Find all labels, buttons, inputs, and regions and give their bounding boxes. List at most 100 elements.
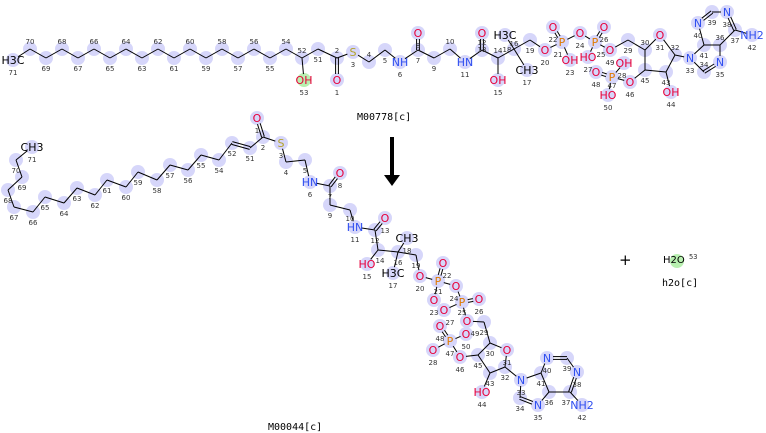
substrate-id-label: M00778[c] bbox=[357, 112, 412, 123]
atom-label: OH bbox=[562, 54, 579, 67]
atom-number: 36 bbox=[716, 34, 725, 42]
atom-number: 28 bbox=[618, 72, 627, 80]
bond bbox=[205, 48, 223, 59]
atom-number: 65 bbox=[106, 65, 115, 73]
bond bbox=[237, 48, 255, 59]
double-bond bbox=[554, 32, 559, 38]
atom-highlight bbox=[745, 28, 759, 42]
atom-label: HN bbox=[457, 56, 474, 69]
atom-highlight bbox=[346, 45, 360, 59]
atom-label: O bbox=[429, 344, 438, 357]
atom-label: O bbox=[592, 66, 601, 79]
atom-number: 41 bbox=[700, 52, 709, 60]
atom-label: O bbox=[439, 257, 448, 270]
atom-highlight bbox=[431, 274, 445, 288]
atom-number: 47 bbox=[608, 82, 617, 90]
atom-label: OH bbox=[616, 57, 633, 70]
atom-highlight bbox=[413, 269, 427, 283]
bond bbox=[200, 154, 220, 161]
bond bbox=[317, 48, 338, 59]
bond bbox=[634, 69, 646, 79]
atom-highlight bbox=[575, 398, 589, 412]
atom-label: S bbox=[350, 46, 357, 59]
bond bbox=[397, 251, 417, 256]
atom-number: 23 bbox=[430, 309, 439, 317]
double-bond bbox=[259, 123, 265, 137]
bond bbox=[483, 321, 491, 344]
bond bbox=[457, 291, 461, 297]
atom-label: CH3 bbox=[396, 232, 419, 245]
bond bbox=[169, 164, 189, 171]
atom-highlight bbox=[531, 398, 545, 412]
bond bbox=[608, 82, 612, 90]
atom-number: 69 bbox=[18, 184, 27, 192]
atom-number: 8 bbox=[416, 42, 420, 50]
atom-number: 34 bbox=[700, 61, 709, 69]
bond bbox=[567, 35, 575, 40]
bond bbox=[497, 48, 515, 59]
atom-label: O bbox=[463, 315, 472, 328]
atom-number: 22 bbox=[549, 36, 558, 44]
atom-number: 30 bbox=[641, 39, 650, 47]
atom-highlight bbox=[720, 5, 734, 19]
atom-number: 17 bbox=[523, 79, 532, 87]
bond bbox=[282, 148, 287, 163]
atom-number: 43 bbox=[486, 380, 495, 388]
atom-highlight bbox=[475, 385, 489, 399]
atom-label: O bbox=[606, 44, 615, 57]
atom-number: 9 bbox=[432, 65, 436, 73]
atom-number: 44 bbox=[478, 401, 487, 409]
atom-label: HO bbox=[600, 89, 617, 102]
atom-number: 13 bbox=[381, 227, 390, 235]
atom-number: 35 bbox=[534, 414, 543, 422]
atom-number: 51 bbox=[246, 155, 255, 163]
double-bond bbox=[727, 17, 735, 31]
bond bbox=[463, 307, 466, 316]
double-bond bbox=[730, 16, 737, 30]
atom-number: 37 bbox=[731, 37, 740, 45]
atom-number: 13 bbox=[478, 46, 487, 54]
atom-number: 48 bbox=[436, 335, 445, 343]
atom-number: 55 bbox=[266, 65, 275, 73]
atom-label: H3C bbox=[2, 54, 25, 67]
bond bbox=[221, 48, 239, 59]
atom-number: 29 bbox=[624, 47, 633, 55]
atom-label: OH bbox=[490, 74, 507, 87]
bond bbox=[349, 209, 354, 222]
atom-label: P bbox=[459, 296, 466, 309]
bond bbox=[7, 176, 23, 191]
atom-number: 66 bbox=[90, 38, 99, 46]
atom-number: 63 bbox=[73, 195, 82, 203]
atom-number: 2 bbox=[335, 47, 339, 55]
bond bbox=[504, 366, 517, 377]
bond bbox=[32, 196, 46, 213]
atom-highlight bbox=[653, 28, 667, 42]
atom-label: N bbox=[534, 399, 542, 412]
bond bbox=[627, 39, 646, 51]
bond bbox=[404, 49, 419, 60]
atom-number: 8 bbox=[338, 182, 342, 190]
bond bbox=[465, 354, 479, 357]
bond bbox=[425, 277, 433, 280]
atom-label: HO bbox=[580, 51, 597, 64]
bond bbox=[663, 39, 676, 56]
atom-number: 54 bbox=[282, 38, 291, 46]
bond bbox=[541, 391, 550, 401]
double-bond bbox=[467, 298, 473, 301]
atom-number: 60 bbox=[122, 194, 131, 202]
atom-number: 67 bbox=[10, 214, 19, 222]
atom-label: O bbox=[475, 293, 484, 306]
bond bbox=[370, 249, 379, 260]
atom-number: 23 bbox=[566, 69, 575, 77]
bond bbox=[377, 249, 399, 253]
bond bbox=[109, 48, 127, 59]
atom-label: O bbox=[430, 294, 439, 307]
atom-number: 67 bbox=[74, 65, 83, 73]
double-bond bbox=[256, 123, 263, 138]
atom-highlight bbox=[500, 343, 514, 357]
atom-number: 33 bbox=[517, 389, 526, 397]
bond bbox=[513, 39, 531, 50]
atom-number: 36 bbox=[545, 399, 554, 407]
atom-label: N bbox=[517, 374, 525, 387]
atom-number: 64 bbox=[122, 38, 131, 46]
